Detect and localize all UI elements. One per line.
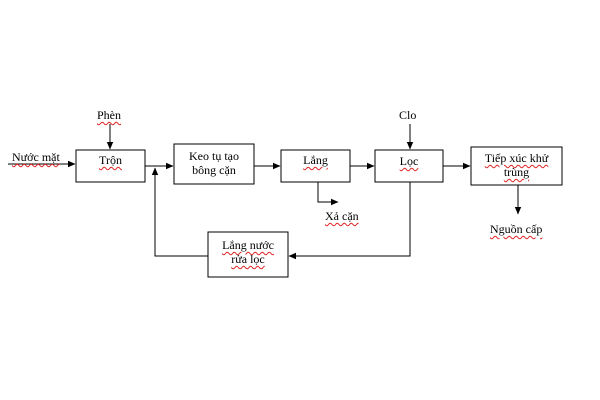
- supply-label: Nguồn cấp: [490, 222, 543, 236]
- raw-water-label: Nước mặt: [12, 150, 60, 164]
- sludge-discharge-label: Xả cặn: [325, 209, 359, 223]
- settling-box: [280, 149, 351, 183]
- coagulation-label: Keo tụ tạo bông cặn: [189, 149, 239, 177]
- disinfection-label: Tiếp xúc khử trùng: [484, 151, 549, 179]
- chlorine-label: Clo: [399, 108, 417, 122]
- backwash-return-arrow: [151, 167, 208, 257]
- backwash-settling-label: Lắng nước rửa lọc: [222, 238, 274, 266]
- filtration-label: Lọc: [399, 154, 419, 168]
- disinfection-box: [470, 146, 563, 186]
- sludge-discharge-arrow: [317, 182, 339, 206]
- mixing-box: [75, 149, 146, 183]
- settling-label: Lắng: [303, 153, 328, 167]
- backwash-settling-box: [207, 231, 289, 278]
- coagulation-box: [173, 143, 255, 185]
- alum-label: Phèn: [97, 108, 121, 122]
- mixing-label: Trộn: [99, 153, 122, 167]
- backwash-to-box-arrow: [288, 182, 411, 260]
